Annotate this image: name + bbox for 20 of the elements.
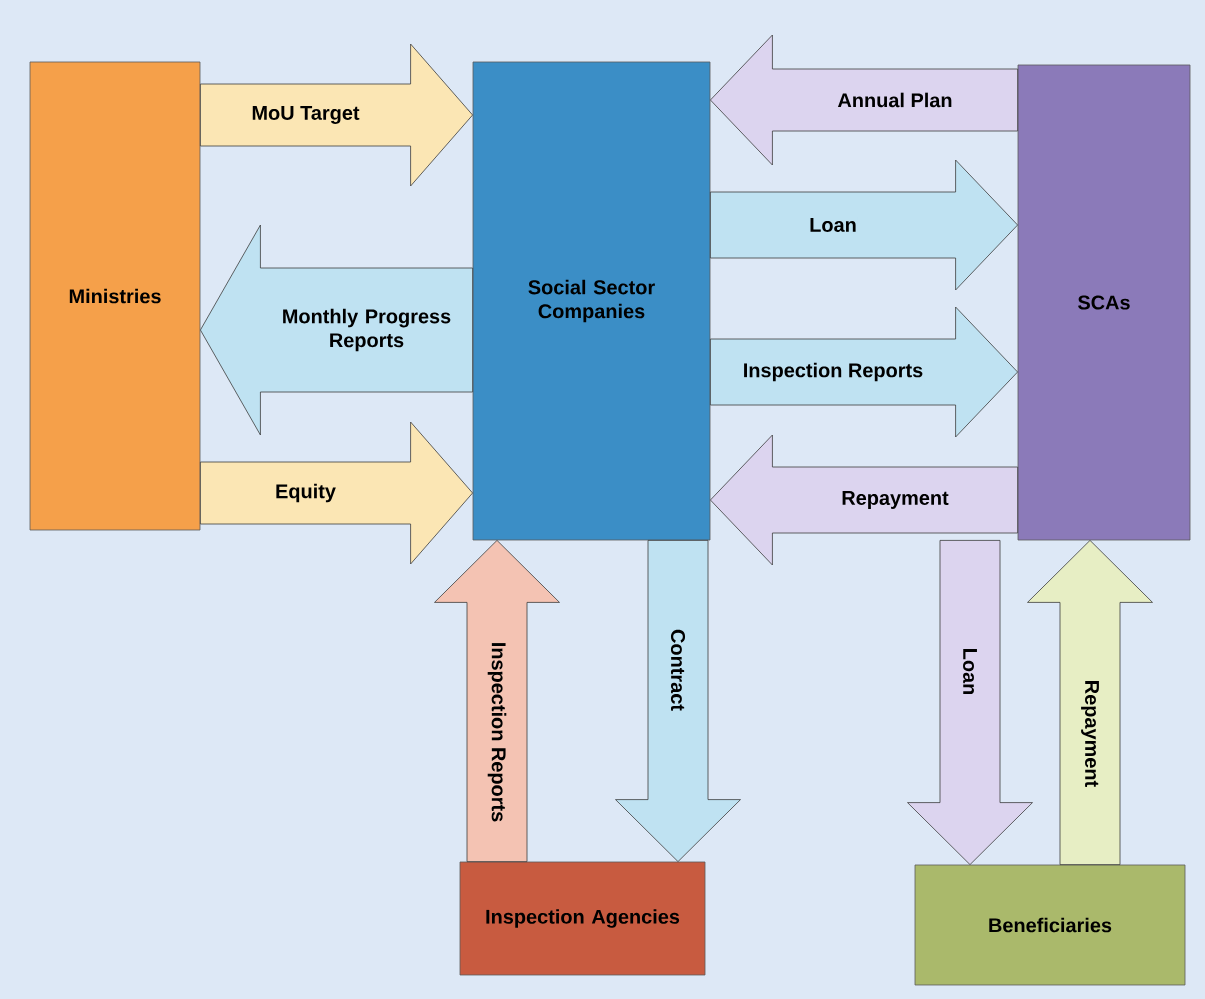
block-arrow <box>615 540 741 862</box>
entity-box: Ministries <box>29 61 201 531</box>
block-arrow <box>710 434 1018 566</box>
edge-label: Repayment <box>840 490 950 510</box>
block-arrow <box>1027 540 1153 865</box>
edge-label: Loan <box>808 217 858 233</box>
block-arrow <box>200 43 473 187</box>
edge-label: Monthly Progress Reports <box>270 307 463 353</box>
entity-box: Beneficiaries <box>914 864 1186 986</box>
entity-box: Inspection Agencies <box>459 861 706 976</box>
entity-box: SCAs <box>1017 64 1191 541</box>
block-arrow <box>200 421 473 565</box>
edge-label: Loan <box>962 646 978 697</box>
block-arrow <box>710 34 1018 166</box>
entity-box: Social Sector Companies <box>472 61 711 541</box>
edge-label: MoU Target <box>250 105 361 125</box>
edge-label: Repayment <box>1080 678 1100 789</box>
edge-label: Equity <box>274 482 337 504</box>
block-arrow <box>907 540 1033 865</box>
block-arrow <box>710 159 1018 291</box>
